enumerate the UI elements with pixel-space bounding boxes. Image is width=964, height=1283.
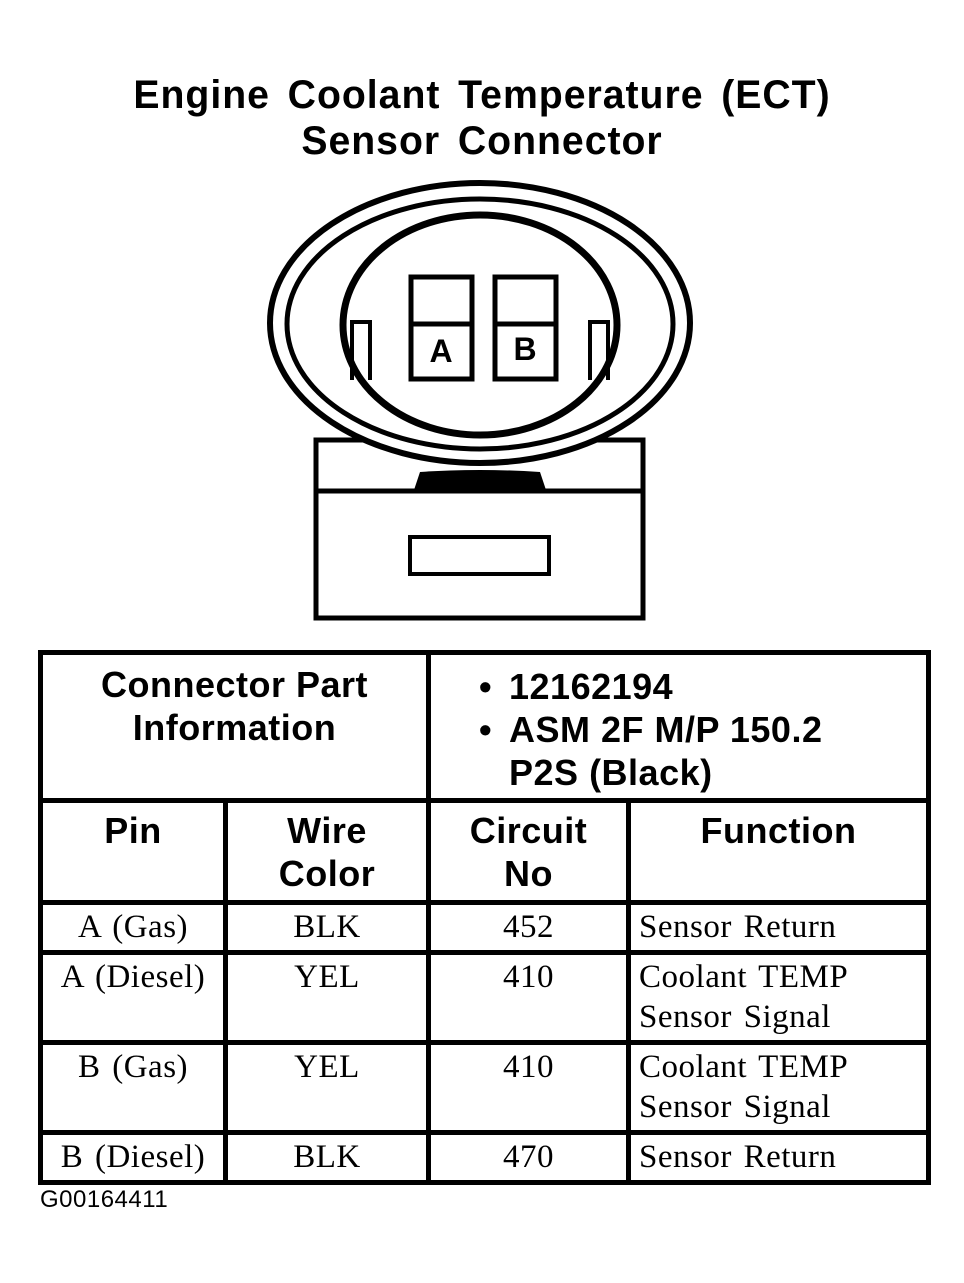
part-info-label-line2: Information	[132, 707, 337, 748]
pin-a-cavity	[408, 274, 475, 382]
circuit-cell: 410	[426, 1040, 632, 1135]
part-info-row: Connector Part Information • 12162194 • …	[37, 650, 932, 803]
function-cell: Sensor Return	[626, 900, 932, 955]
pin-cell: B (Diesel)	[38, 1130, 228, 1185]
header-circuit-no: Circuit No	[426, 798, 632, 905]
diagram-title-line-1: Engine Coolant Temperature (ECT)	[133, 73, 831, 117]
header-wire-color: Wire Color	[222, 798, 432, 905]
pin-cell: A (Diesel)	[38, 950, 228, 1045]
pin-b-label: B	[513, 331, 536, 367]
diagram-title-line-2: Sensor Connector	[301, 119, 663, 163]
table-row: A (Diesel) YEL 410 Coolant TEMP Sensor S…	[38, 950, 932, 1045]
assembly-item: • ASM 2F M/P 150.2 P2S (Black)	[479, 708, 926, 794]
part-number-value: 12162194	[509, 666, 674, 707]
circuit-cell: 452	[426, 900, 632, 955]
table-row: A (Gas) BLK 452 Sensor Return	[38, 900, 932, 955]
bullet-icon: •	[479, 666, 493, 707]
function-cell: Sensor Return	[626, 1130, 932, 1185]
connector-right-tab	[588, 320, 610, 380]
table-row: B (Gas) YEL 410 Coolant TEMP Sensor Sign…	[38, 1040, 932, 1135]
connector-latch-slot	[408, 535, 551, 576]
connector-body	[313, 437, 646, 621]
pin-table-header-row: Pin Wire Color Circuit No Function	[38, 798, 932, 905]
part-info-label-cell: Connector Part Information	[37, 650, 432, 803]
connector-middle-shell	[284, 196, 676, 452]
part-info-values-cell: • 12162194 • ASM 2F M/P 150.2 P2S (Black…	[426, 650, 932, 803]
wire-color-cell: BLK	[222, 900, 432, 955]
wire-color-cell: BLK	[222, 1130, 432, 1185]
connector-left-tab	[350, 320, 372, 380]
circuit-cell: 470	[426, 1130, 632, 1185]
part-number-item: • 12162194	[479, 665, 926, 708]
figure-id: G00164411	[40, 1186, 169, 1213]
connector-inner-shell	[339, 211, 621, 439]
pin-cell: B (Gas)	[38, 1040, 228, 1135]
connector-info-table: Connector Part Information • 12162194 • …	[37, 650, 932, 1185]
table-row: B (Diesel) BLK 470 Sensor Return	[38, 1130, 932, 1185]
connector-outer-shell	[267, 180, 693, 466]
function-cell: Coolant TEMP Sensor Signal	[626, 950, 932, 1045]
connector-ridge	[414, 470, 546, 490]
wire-color-cell: YEL	[222, 1040, 432, 1135]
header-function: Function	[626, 798, 932, 905]
part-info-label-line1: Connector Part	[100, 664, 369, 705]
wire-color-cell: YEL	[222, 950, 432, 1045]
ect-connector-illustration: A B	[267, 180, 693, 621]
pin-a-label: A	[429, 333, 452, 369]
assembly-value: ASM 2F M/P 150.2 P2S (Black)	[509, 709, 823, 793]
header-pin: Pin	[38, 798, 228, 905]
function-cell: Coolant TEMP Sensor Signal	[626, 1040, 932, 1135]
circuit-cell: 410	[426, 950, 632, 1045]
pin-b-cavity	[492, 274, 559, 382]
pin-cell: A (Gas)	[38, 900, 228, 955]
bullet-icon: •	[479, 709, 493, 750]
